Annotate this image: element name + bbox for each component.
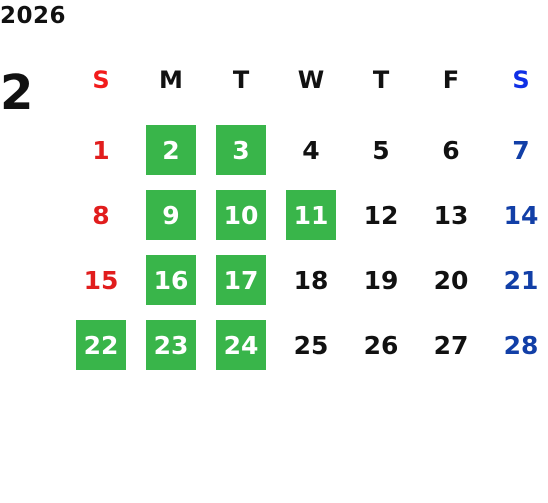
day-10[interactable]: 10: [216, 190, 266, 240]
day-1[interactable]: 1: [92, 135, 110, 165]
day-18[interactable]: 18: [293, 265, 329, 295]
day-6[interactable]: 6: [442, 135, 460, 165]
day-5[interactable]: 5: [372, 135, 390, 165]
day-21[interactable]: 21: [503, 265, 539, 295]
day-8[interactable]: 8: [92, 200, 110, 230]
day-2[interactable]: 2: [146, 125, 196, 175]
day-27[interactable]: 27: [433, 330, 469, 360]
day-26[interactable]: 26: [363, 330, 399, 360]
weekday-sat: S: [512, 66, 530, 94]
day-4[interactable]: 4: [302, 135, 320, 165]
day-19[interactable]: 19: [363, 265, 399, 295]
day-25[interactable]: 25: [293, 330, 329, 360]
day-24[interactable]: 24: [216, 320, 266, 370]
weekday-tue: T: [232, 66, 250, 94]
day-17[interactable]: 17: [216, 255, 266, 305]
weekday-fri: F: [442, 66, 460, 94]
day-28[interactable]: 28: [503, 330, 539, 360]
day-15[interactable]: 15: [83, 265, 119, 295]
day-23[interactable]: 23: [146, 320, 196, 370]
day-13[interactable]: 13: [433, 200, 469, 230]
day-22[interactable]: 22: [76, 320, 126, 370]
day-14[interactable]: 14: [503, 200, 539, 230]
calendar-month: 2: [0, 65, 33, 121]
day-11[interactable]: 11: [286, 190, 336, 240]
day-16[interactable]: 16: [146, 255, 196, 305]
day-9[interactable]: 9: [146, 190, 196, 240]
day-12[interactable]: 12: [363, 200, 399, 230]
weekday-mon: M: [159, 66, 183, 94]
weekday-wed: W: [297, 66, 325, 94]
day-7[interactable]: 7: [512, 135, 530, 165]
calendar-year: 2026: [0, 3, 67, 29]
weekday-sun: S: [92, 66, 110, 94]
weekday-thu: T: [372, 66, 390, 94]
day-20[interactable]: 20: [433, 265, 469, 295]
day-3[interactable]: 3: [216, 125, 266, 175]
